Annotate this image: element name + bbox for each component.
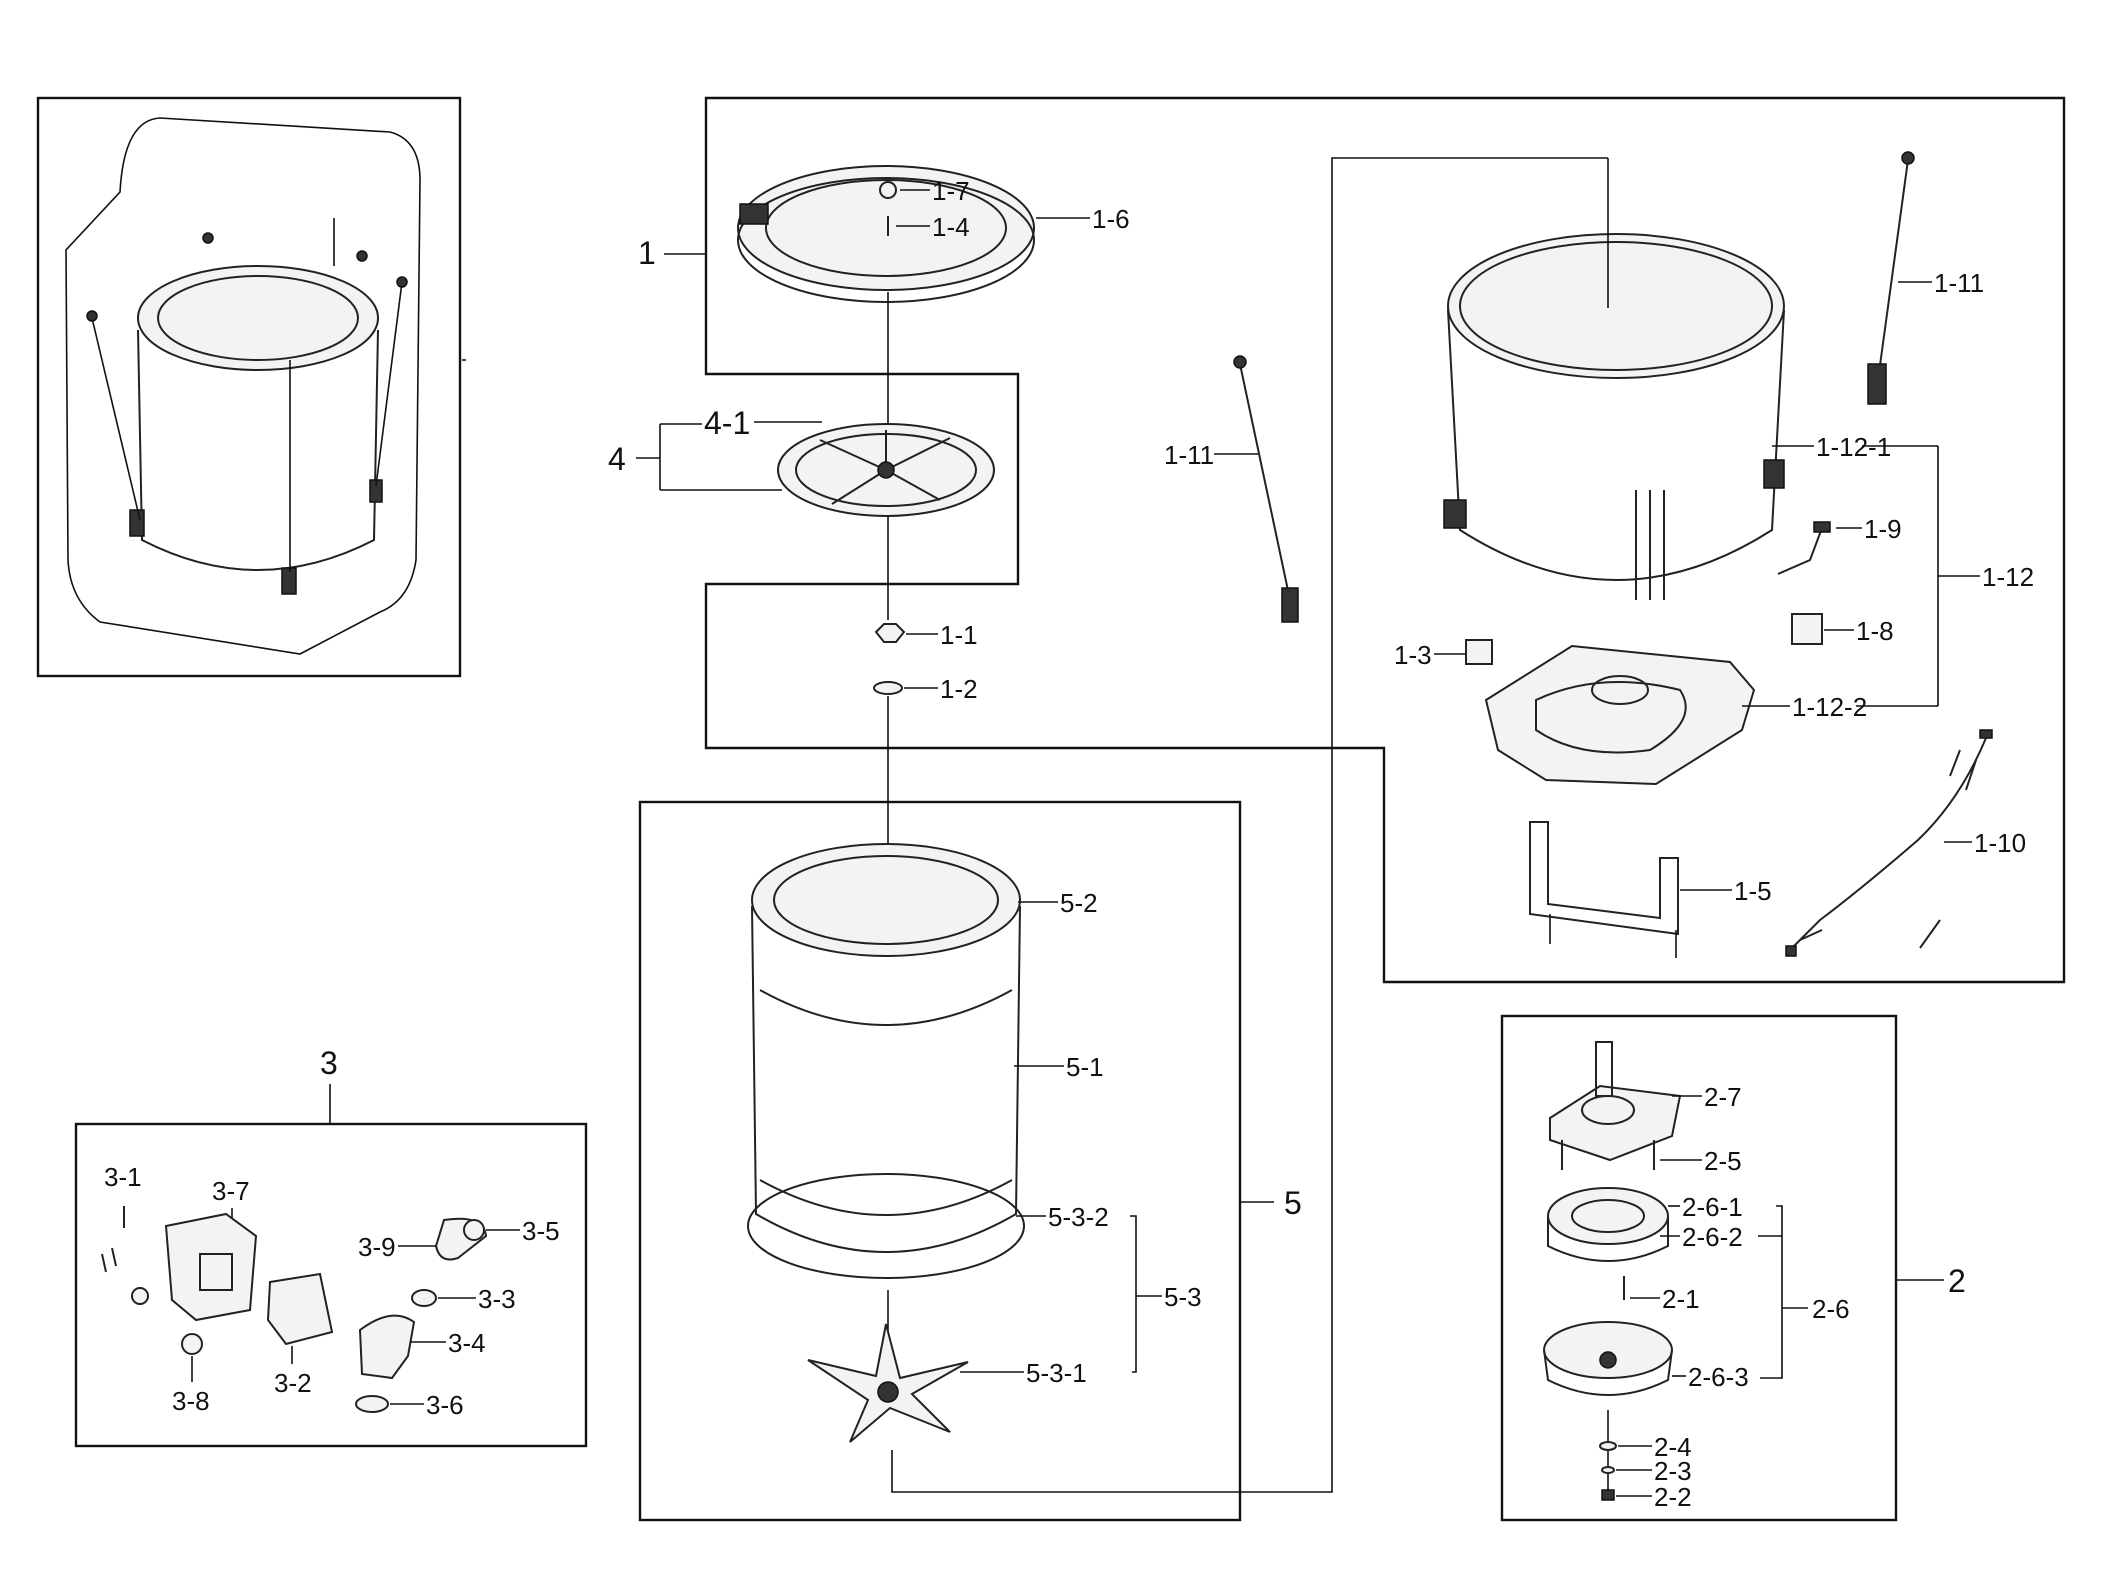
washer-2-3 — [1601, 1466, 1615, 1474]
overview-leg-left — [129, 509, 145, 537]
inner-drum — [751, 905, 1021, 1253]
label-3-5: 3-5 — [522, 1216, 560, 1246]
label-2-6-2: 2-6-2 — [1682, 1222, 1743, 1252]
label-1-8: 1-8 — [1856, 616, 1894, 646]
label-1-12-1: 1-12-1 — [1816, 432, 1891, 462]
label-3-3: 3-3 — [478, 1284, 516, 1314]
clamp-3-5 — [463, 1219, 485, 1241]
label-3-9: 3-9 — [358, 1232, 396, 1262]
label-1-5: 1-5 — [1734, 876, 1772, 906]
washer-1-2 — [873, 681, 903, 695]
label-group-5: 5 — [1284, 1185, 1302, 1221]
suspension-rod-right — [1877, 159, 1909, 381]
label-2-4: 2-4 — [1654, 1432, 1692, 1462]
balancer-ring — [751, 843, 1021, 957]
label-group-2: 2 — [1948, 1263, 1966, 1299]
label-3-8: 3-8 — [172, 1386, 210, 1416]
label-1-12-2: 1-12-2 — [1792, 692, 1867, 722]
bracket-1-5 — [1529, 821, 1679, 936]
label-5-3-1: 5-3-1 — [1026, 1358, 1087, 1388]
sensor-1-9 — [1777, 527, 1823, 575]
label-1-11-right: 1-11 — [1934, 268, 1984, 298]
group-5: 5-2 5-1 5-3-2 5-3-1 5-3 5 — [638, 800, 1302, 1522]
tub-cover-latch — [739, 203, 769, 225]
tub-cover — [737, 165, 1035, 291]
group-3: 3 3-1 3-7 3-2 3-8 3-9 3-5 3-3 3-4 3-6 — [74, 1045, 588, 1448]
label-4-1: 4-1 — [704, 405, 750, 441]
stator-2-6-1 — [1547, 1187, 1669, 1245]
label-5-3: 5-3 — [1164, 1282, 1202, 1312]
label-1-10: 1-10 — [1974, 828, 2026, 858]
nut-2-2 — [1601, 1489, 1615, 1501]
group-2-frame — [1500, 1014, 1898, 1522]
nut-1-1 — [874, 623, 906, 643]
group-5-frame — [638, 800, 1242, 1522]
label-3-7: 3-7 — [212, 1176, 250, 1206]
part-3-8 — [181, 1333, 203, 1355]
label-1-7: 1-7 — [932, 176, 970, 206]
label-1-1: 1-1 — [940, 620, 978, 650]
wire-harness — [1789, 737, 1987, 951]
label-1-12: 1-12 — [1982, 562, 2034, 592]
washer-2-4 — [1599, 1441, 1617, 1451]
rotor-2-6-3 — [1543, 1321, 1673, 1379]
group-2: 2 2-7 2-5 2-6-1 2-6-2 2-1 2-6 2-6-3 2-4 — [1500, 1014, 1966, 1522]
part-1-8 — [1791, 613, 1823, 645]
label-5-1: 5-1 — [1066, 1052, 1104, 1082]
label-2-5: 2-5 — [1704, 1146, 1742, 1176]
outer-tub-connector — [891, 157, 1608, 1493]
overview-leg-front — [281, 567, 297, 595]
suspension-rod-left — [1239, 363, 1291, 601]
label-1-4: 1-4 — [932, 212, 970, 242]
cabinet-outline — [65, 117, 421, 655]
drain-pump-3-2 — [266, 1272, 334, 1346]
label-3-2: 3-2 — [274, 1368, 312, 1398]
tub-base — [1484, 644, 1756, 786]
overview-frame — [36, 96, 462, 678]
label-5-3-2: 5-3-2 — [1048, 1202, 1109, 1232]
pump-housing-3-7 — [164, 1212, 258, 1322]
label-2-2: 2-2 — [1654, 1482, 1692, 1512]
label-1-11-left: 1-11 — [1164, 440, 1214, 470]
clamp-3-3 — [411, 1289, 437, 1307]
group-1: 1 1-7 1-4 1-6 4-1 4 1-1 1-2 — [608, 96, 2066, 1493]
label-1-6: 1-6 — [1092, 204, 1130, 234]
label-3-4: 3-4 — [448, 1328, 486, 1358]
label-5-2: 5-2 — [1060, 888, 1098, 918]
seal-3-6 — [355, 1395, 389, 1413]
label-3-6: 3-6 — [426, 1390, 464, 1420]
part-1-3 — [1465, 639, 1493, 665]
label-2-1: 2-1 — [1662, 1284, 1700, 1314]
drum-flange — [747, 1173, 1025, 1279]
label-2-6: 2-6 — [1812, 1294, 1850, 1324]
label-1-3: 1-3 — [1394, 640, 1432, 670]
group-3-frame — [74, 1122, 588, 1448]
hose-3-4 — [358, 1314, 416, 1380]
overview-tub-top — [137, 265, 379, 371]
label-group-3: 3 — [320, 1045, 338, 1081]
label-group-1: 1 — [638, 235, 656, 271]
label-2-3: 2-3 — [1654, 1456, 1692, 1486]
label-group-4: 4 — [608, 441, 626, 477]
label-1-9: 1-9 — [1864, 514, 1902, 544]
group-1-frame — [704, 96, 2066, 984]
label-2-6-3: 2-6-3 — [1688, 1362, 1749, 1392]
cap-1-7 — [879, 181, 897, 199]
label-3-1: 3-1 — [104, 1162, 142, 1192]
overview-panel — [36, 96, 466, 678]
label-2-6-1: 2-6-1 — [1682, 1192, 1743, 1222]
label-1-2: 1-2 — [940, 674, 978, 704]
label-2-7: 2-7 — [1704, 1082, 1742, 1112]
outer-tub — [1447, 233, 1785, 379]
